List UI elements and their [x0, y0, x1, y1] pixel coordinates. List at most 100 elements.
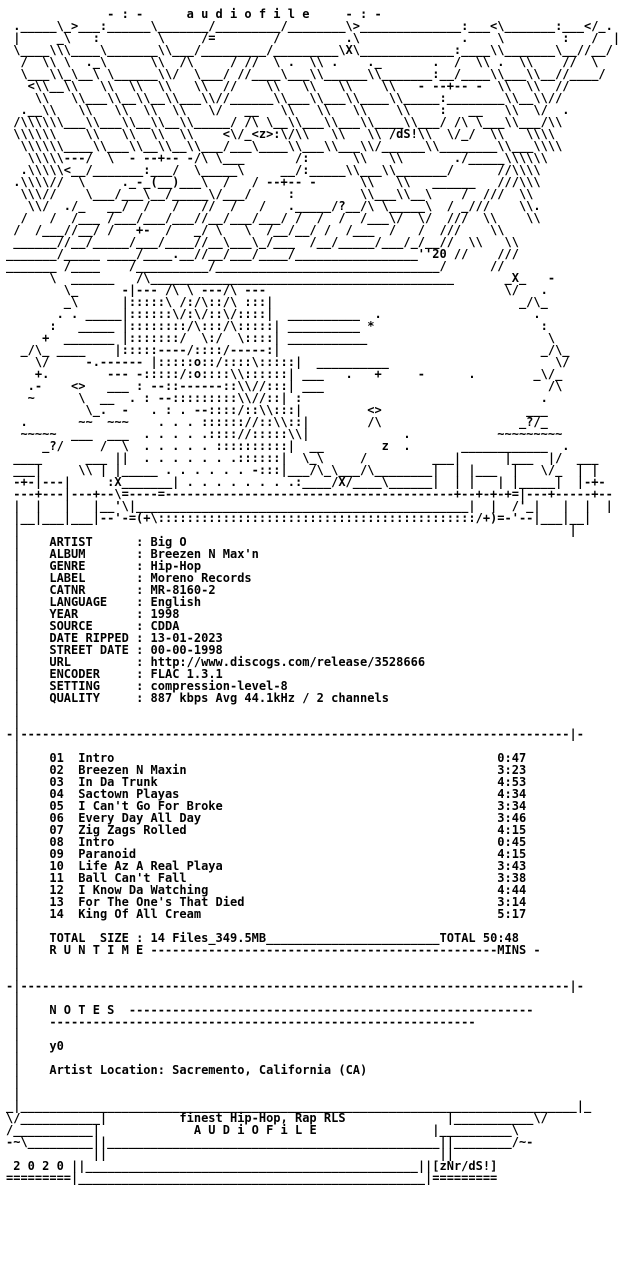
- info-label-language: LANGUAGE: [49, 595, 137, 609]
- track-number: 08: [49, 835, 64, 849]
- track-time: 0:45: [497, 835, 527, 849]
- frame-left: |: [6, 787, 50, 801]
- info-label-encoder: ENCODER: [49, 667, 137, 681]
- footer-art: || ||: [92, 1147, 454, 1161]
- separator: :: [136, 535, 151, 549]
- track-number: 06: [49, 811, 64, 825]
- track-number: 03: [49, 775, 64, 789]
- separator: :: [136, 667, 151, 681]
- track-number: 10: [49, 859, 64, 873]
- frame-left: |: [6, 895, 50, 909]
- frame-left: |: [6, 931, 50, 945]
- track-number: 12: [49, 883, 64, 897]
- track-time: 4:53: [497, 775, 527, 789]
- frame-left: |: [6, 811, 50, 825]
- rule: | --------------------------------------…: [13, 1015, 476, 1029]
- notes-heading: N O T E S: [49, 1003, 115, 1017]
- frame-left: |: [6, 907, 50, 921]
- total-size-value: 14 Files_349.5MB: [150, 931, 267, 945]
- track-time: 5:17: [497, 907, 527, 921]
- separator: :: [136, 679, 151, 693]
- frame: | |: [13, 523, 577, 537]
- frame-left: |: [6, 547, 50, 561]
- track-time: 4:44: [497, 883, 527, 897]
- info-value-quality: 887 kbps Avg 44.1kHz / 2 channels: [150, 691, 389, 705]
- rule: ----------------------------------------…: [128, 1003, 534, 1017]
- frame-left: |: [6, 535, 50, 549]
- frame: | |: [13, 955, 21, 981]
- footer-art: ||______________________________________…: [63, 1159, 433, 1173]
- separator: :: [136, 595, 151, 609]
- frame-left: |: [6, 571, 50, 585]
- frame-left: |: [6, 679, 50, 693]
- track-time: 3:34: [497, 799, 527, 813]
- frame-left: |: [6, 871, 50, 885]
- track-time: 3:43: [497, 859, 527, 873]
- frame: |: [13, 991, 21, 1005]
- info-label-album: ALBUM: [49, 547, 137, 561]
- frame-left: |: [6, 751, 50, 765]
- track-title: Paranoid: [78, 847, 498, 861]
- track-title: King Of All Cream: [78, 907, 498, 921]
- footer-brand: A U D i O F i L E: [193, 1123, 317, 1137]
- track-title: Zig Zags Rolled: [78, 823, 498, 837]
- footer-art: _|______________________________________…: [6, 1099, 592, 1113]
- footer-art: -~\_________||__________________________…: [6, 1135, 534, 1149]
- frame-left: |: [6, 619, 50, 633]
- track-number: 14: [49, 907, 64, 921]
- track-number: 09: [49, 847, 64, 861]
- track-title: I Can't Go For Broke: [78, 799, 498, 813]
- frame-left: |: [6, 631, 50, 645]
- frame-left: |: [6, 859, 50, 873]
- info-label-date_ripped: DATE RIPPED: [49, 631, 137, 645]
- frame: |: [13, 1051, 21, 1065]
- separator: :: [136, 571, 151, 585]
- info-label-quality: QUALITY: [49, 691, 137, 705]
- info-value-source: CDDA: [150, 619, 180, 633]
- info-label-source: SOURCE: [49, 619, 137, 633]
- frame-left: |: [6, 655, 50, 669]
- frame-left: |: [6, 835, 50, 849]
- track-time: 3:14: [497, 895, 527, 909]
- track-title: In Da Trunk: [78, 775, 498, 789]
- info-label-artist: ARTIST: [49, 535, 137, 549]
- info-label-genre: GENRE: [49, 559, 137, 573]
- footer-art: |___________\/: [446, 1111, 548, 1125]
- info-value-setting: compression-level-8: [150, 679, 288, 693]
- info-label-street_date: STREET DATE: [49, 643, 137, 657]
- track-number: 11: [49, 871, 64, 885]
- header-brand-line: - : - a u d i o f i l e - : -: [107, 7, 382, 21]
- notes-line-1: y0: [49, 1039, 64, 1053]
- separator: :: [128, 931, 151, 945]
- track-title: Intro: [78, 751, 498, 765]
- info-value-genre: Hip-Hop: [150, 559, 202, 573]
- frame-left: |: [6, 823, 50, 837]
- total-size-label: TOTAL SIZE: [49, 931, 129, 945]
- track-number: 07: [49, 823, 64, 837]
- footer-credit: [zNr/dS!]: [432, 1159, 498, 1173]
- track-number: 04: [49, 787, 64, 801]
- info-value-date_ripped: 13-01-2023: [150, 631, 223, 645]
- divider: -|--------------------------------------…: [6, 979, 584, 993]
- track-title: Sactown Playas: [78, 787, 498, 801]
- separator: :: [136, 631, 151, 645]
- mins-label: MINS: [497, 943, 527, 957]
- frame-left: |: [6, 667, 50, 681]
- frame-left: |: [6, 583, 50, 597]
- footer-year: 2 0 2 0: [13, 1159, 64, 1173]
- frame-left: |: [6, 595, 50, 609]
- separator: :: [136, 583, 151, 597]
- frame-left: |: [6, 691, 50, 705]
- info-value-year: 1998: [150, 607, 180, 621]
- separator: :: [136, 691, 151, 705]
- separator: :: [136, 559, 151, 573]
- spacer: [64, 907, 78, 921]
- frame-left: |: [6, 883, 50, 897]
- frame-left: |: [6, 1003, 50, 1017]
- track-title: Ball Can't Fall: [78, 871, 498, 885]
- info-value-record_label: Moreno Records: [150, 571, 252, 585]
- info-value-catnr: MR-8160-2: [150, 583, 216, 597]
- track-title: For The One's That Died: [78, 895, 498, 909]
- separator: :: [136, 655, 151, 669]
- info-value-street_date: 00-00-1998: [150, 643, 223, 657]
